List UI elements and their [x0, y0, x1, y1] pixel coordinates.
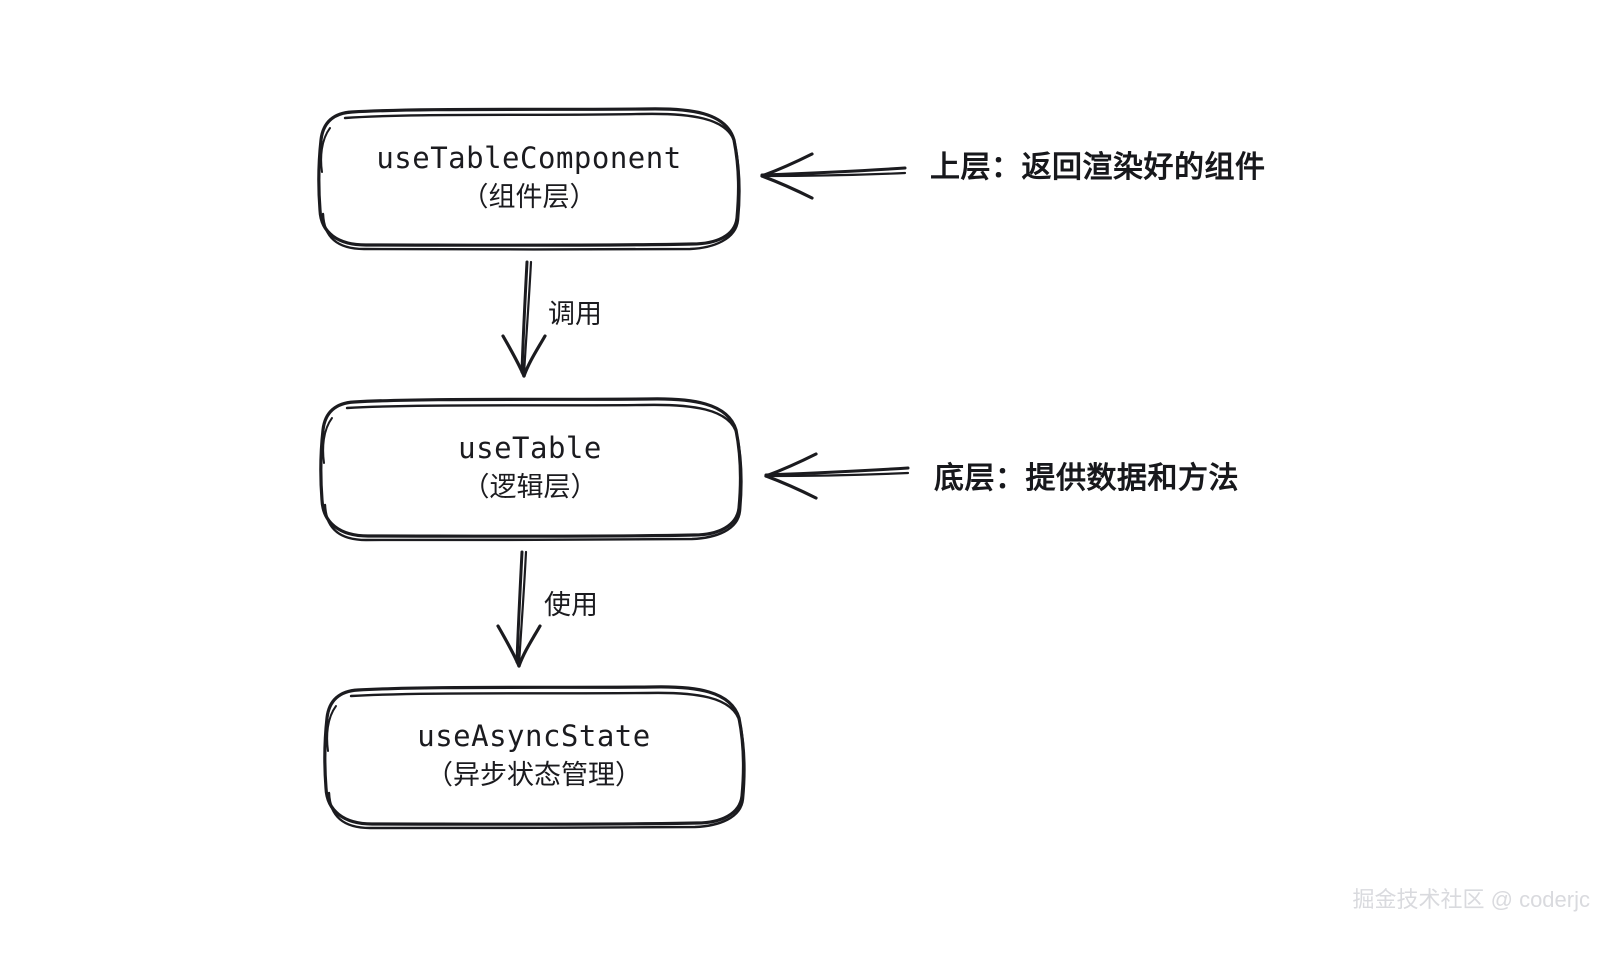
edge-label-call: 调用 [548, 299, 602, 329]
node-subtitle-use-async-state: （异步状态管理） [426, 760, 642, 791]
node-shape-use-table-component [317, 107, 741, 251]
node-shape-use-async-state [323, 685, 746, 830]
node-use-table-component[interactable]: useTableComponent （组件层） [318, 110, 740, 245]
node-use-async-state[interactable]: useAsyncState （异步状态管理） [325, 688, 743, 823]
edge-arrow-call [501, 260, 547, 378]
annotation-lower-layer: 底层：提供数据和方法 [934, 462, 1239, 495]
annotation-upper-layer: 上层：返回渲染好的组件 [930, 151, 1266, 184]
annotation-arrow-upper [760, 152, 907, 200]
annotation-arrow-lower [764, 452, 910, 500]
node-shape-use-table [319, 397, 743, 542]
node-subtitle-use-table: （逻辑层） [462, 472, 598, 503]
node-subtitle-use-table-component: （组件层） [461, 182, 597, 213]
watermark: 掘金技术社区 @ coderjc [1352, 887, 1590, 912]
node-title-use-table-component: useTableComponent [376, 140, 682, 175]
edge-arrow-use [496, 550, 542, 668]
node-title-use-async-state: useAsyncState [417, 718, 651, 753]
node-title-use-table: useTable [458, 430, 602, 465]
node-use-table[interactable]: useTable （逻辑层） [320, 400, 740, 535]
edge-label-use: 使用 [544, 590, 598, 620]
